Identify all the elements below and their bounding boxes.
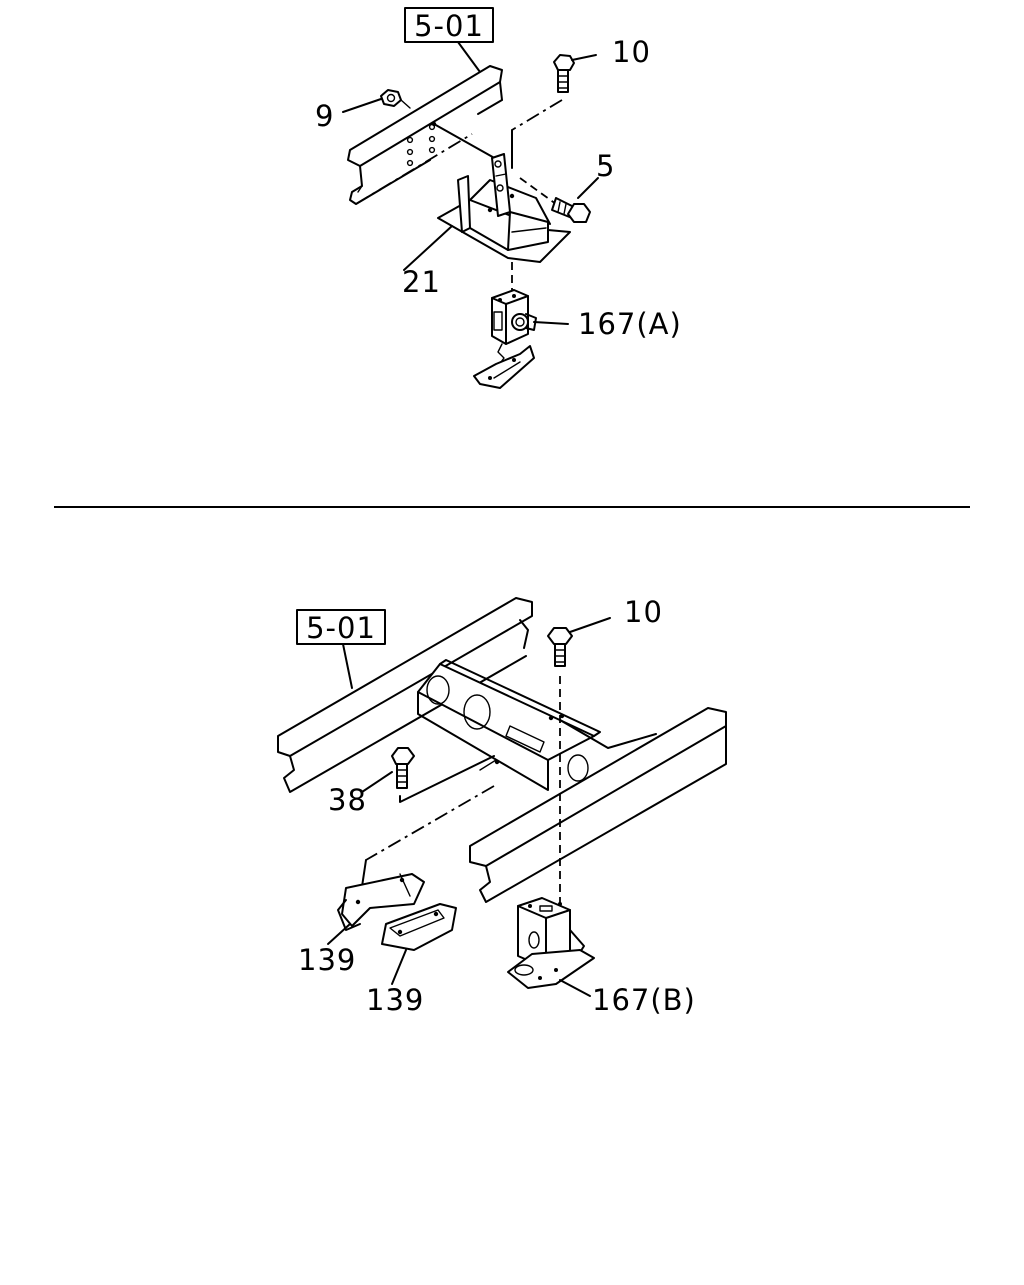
block-part-139-right[interactable]: 139 bbox=[366, 903, 457, 1017]
callout-10-top: 10 bbox=[612, 35, 651, 69]
bracket-part-21[interactable]: 21 bbox=[402, 153, 571, 299]
top-diagram: 5-01 9 bbox=[315, 7, 682, 389]
callout-167b: 167(B) bbox=[592, 983, 696, 1017]
bottom-ref-box[interactable]: 5-01 bbox=[296, 609, 386, 689]
switch-part-167a[interactable]: 167(A) bbox=[473, 289, 682, 389]
callout-38: 38 bbox=[328, 783, 367, 817]
callout-5: 5 bbox=[596, 149, 615, 183]
bolt-part-10-bottom[interactable]: 10 bbox=[547, 595, 663, 667]
top-ref-box[interactable]: 5-01 bbox=[404, 7, 494, 73]
callout-9: 9 bbox=[315, 99, 334, 133]
callout-10-bottom: 10 bbox=[624, 595, 663, 629]
callout-167a: 167(A) bbox=[578, 307, 682, 341]
callout-139-right: 139 bbox=[366, 983, 424, 1017]
top-ref-box-label: 5-01 bbox=[414, 9, 484, 43]
bolt-part-38[interactable]: 38 bbox=[328, 747, 415, 817]
block-part-139-left[interactable]: 139 bbox=[298, 873, 425, 977]
frame-rail-top bbox=[347, 65, 503, 205]
nut-part-9[interactable]: 9 bbox=[315, 89, 411, 133]
callout-139-left: 139 bbox=[298, 943, 356, 977]
chassis-frame bbox=[277, 597, 727, 903]
bolt-part-10-top[interactable]: 10 bbox=[553, 35, 651, 93]
bottom-diagram: 5-01 bbox=[277, 595, 727, 1017]
bolt-part-5[interactable]: 5 bbox=[519, 149, 615, 223]
callout-21: 21 bbox=[402, 265, 441, 299]
bottom-ref-box-label: 5-01 bbox=[306, 611, 376, 645]
switch-part-167b[interactable]: 167(B) bbox=[507, 897, 696, 1017]
